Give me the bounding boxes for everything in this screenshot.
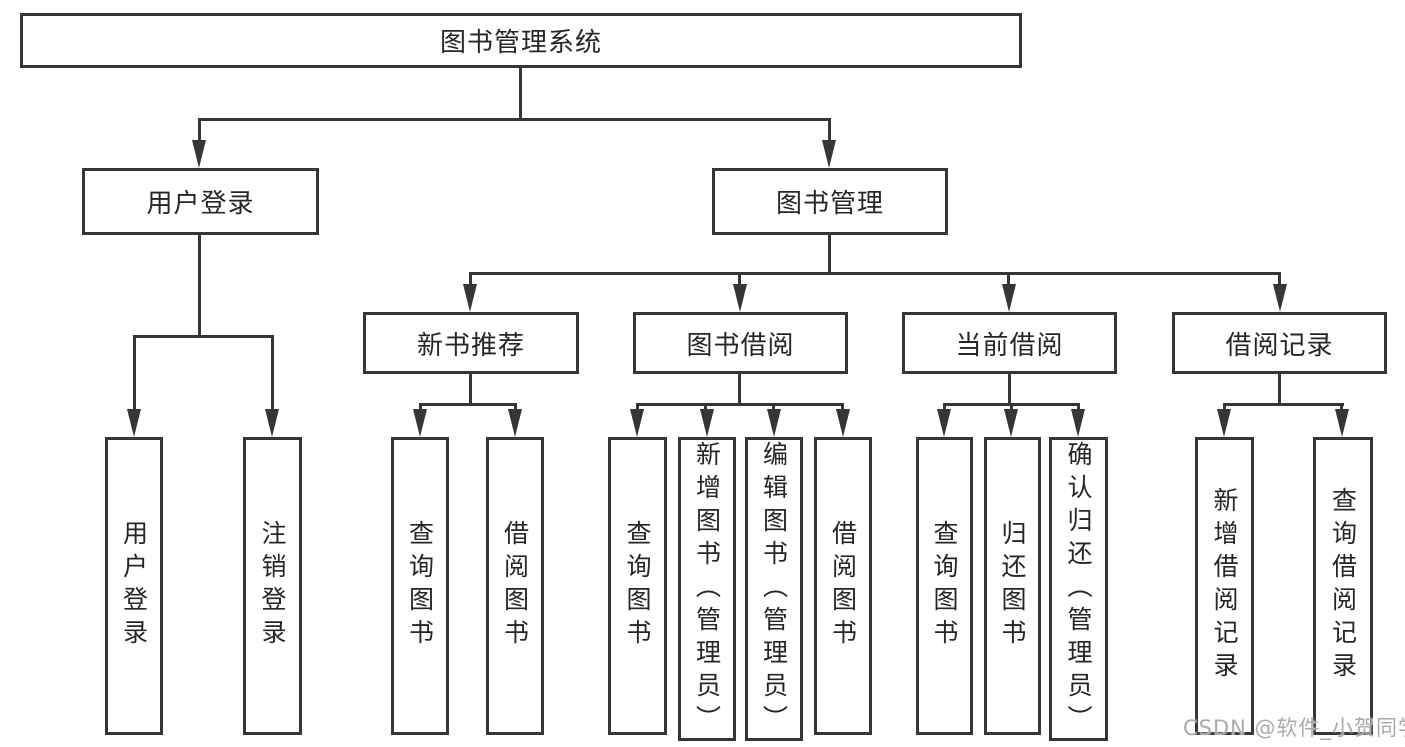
tree-connector <box>419 403 422 411</box>
node-label: 新增图书（管理员） <box>692 440 722 738</box>
node-label: 图书借阅 <box>686 330 795 361</box>
arrow-head <box>1002 284 1016 312</box>
tree-connector <box>133 335 136 411</box>
node-user-login: 用户登录 <box>82 168 319 235</box>
leaf-add-books-admin: 新增图书（管理员） <box>678 437 736 741</box>
tree-connector <box>198 235 201 335</box>
leaf-borrow-books-recommend: 借阅图书 <box>486 437 544 735</box>
tree-connector <box>738 374 741 404</box>
arrow-head <box>822 140 836 168</box>
arrow-head <box>508 409 522 437</box>
node-book-management: 图书管理 <box>712 168 948 235</box>
tree-connector <box>1223 403 1344 406</box>
tree-connector <box>199 118 831 121</box>
arrow-head <box>1217 409 1231 437</box>
tree-connector <box>704 403 707 411</box>
arrow-head <box>265 409 279 437</box>
tree-connector <box>1278 374 1281 404</box>
leaf-query-borrow-record: 查询借阅记录 <box>1313 437 1373 735</box>
arrow-head <box>700 409 714 437</box>
tree-connector <box>943 403 946 411</box>
node-label: 查询图书 <box>623 520 652 652</box>
tree-connector <box>419 403 517 406</box>
arrow-head <box>767 409 781 437</box>
node-label: 新书推荐 <box>416 330 525 361</box>
arrow-head <box>630 409 644 437</box>
tree-connector <box>828 118 831 142</box>
leaf-query-books-current: 查询图书 <box>916 437 973 735</box>
tree-connector <box>738 272 741 287</box>
leaf-edit-books-admin: 编辑图书（管理员） <box>745 437 803 741</box>
tree-connector <box>1223 403 1226 411</box>
arrow-head <box>937 409 951 437</box>
tree-connector <box>1008 374 1011 404</box>
tree-connector <box>1077 403 1080 411</box>
tree-connector <box>271 335 274 411</box>
node-label: 查询借阅记录 <box>1328 487 1358 685</box>
tree-connector <box>1010 403 1013 411</box>
tree-connector <box>636 403 639 411</box>
leaf-add-borrow-record: 新增借阅记录 <box>1195 437 1254 735</box>
leaf-return-books: 归还图书 <box>984 437 1041 735</box>
tree-connector <box>1278 272 1281 287</box>
node-label: 编辑图书（管理员） <box>759 440 789 738</box>
tree-connector <box>1007 272 1010 287</box>
node-book-borrowing: 图书借阅 <box>633 312 848 374</box>
node-library-management-system: 图书管理系统 <box>20 13 1022 68</box>
arrow-head <box>733 284 747 312</box>
tree-connector <box>519 68 522 118</box>
tree-connector <box>470 272 1281 275</box>
node-label: 新增借阅记录 <box>1210 487 1239 685</box>
node-label: 用户登录 <box>119 520 149 652</box>
node-label: 借阅图书 <box>500 520 530 652</box>
leaf-borrow-books-borrowing: 借阅图书 <box>814 437 872 735</box>
csdn-watermark: CSDN @软件_小贺同学 <box>1183 716 1405 740</box>
node-label: 图书管理 <box>775 189 884 219</box>
tree-connector <box>469 374 472 404</box>
leaf-logout-login: 注销登录 <box>243 437 302 735</box>
tree-connector <box>133 335 274 338</box>
node-label: 注销登录 <box>258 520 287 652</box>
leaf-user-login: 用户登录 <box>105 437 163 735</box>
node-label: 图书管理系统 <box>439 28 602 58</box>
node-label: 借阅图书 <box>828 520 858 652</box>
node-label: 用户登录 <box>146 189 255 219</box>
arrow-head <box>463 284 477 312</box>
tree-connector <box>636 403 844 406</box>
node-new-book-recommendation: 新书推荐 <box>363 312 579 374</box>
node-borrowing-records: 借阅记录 <box>1172 312 1387 374</box>
tree-connector <box>514 403 517 411</box>
arrow-head <box>1071 409 1085 437</box>
node-label: 查询图书 <box>405 520 435 652</box>
arrow-head <box>1335 409 1349 437</box>
node-label: 查询图书 <box>930 520 959 652</box>
leaf-confirm-return-admin: 确认归还（管理员） <box>1049 437 1108 741</box>
tree-connector <box>828 235 831 275</box>
tree-connector <box>841 403 844 411</box>
node-current-borrowing: 当前借阅 <box>902 312 1117 374</box>
node-label: 借阅记录 <box>1225 330 1334 361</box>
arrow-head <box>127 409 141 437</box>
node-label: 当前借阅 <box>955 330 1064 361</box>
arrow-head <box>1004 409 1018 437</box>
tree-connector <box>469 272 472 287</box>
arrow-head <box>1273 284 1287 312</box>
node-label: 归还图书 <box>998 520 1027 652</box>
arrow-head <box>836 409 850 437</box>
leaf-query-books-borrowing: 查询图书 <box>608 437 667 735</box>
tree-connector <box>198 118 201 142</box>
leaf-query-books-recommend: 查询图书 <box>391 437 449 735</box>
arrow-head <box>413 409 427 437</box>
node-label: 确认归还（管理员） <box>1064 440 1093 738</box>
tree-connector <box>772 403 775 411</box>
tree-connector <box>1340 403 1343 411</box>
arrow-head <box>192 140 206 168</box>
